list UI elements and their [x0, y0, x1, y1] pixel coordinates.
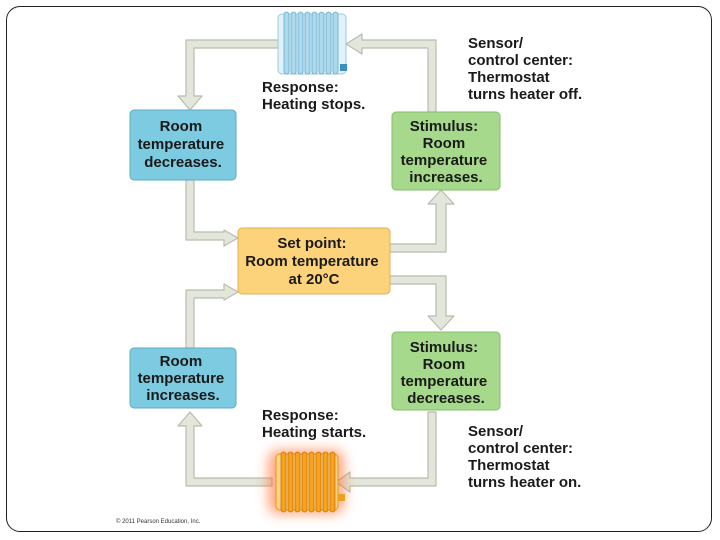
label-line: turns heater off.: [468, 86, 582, 103]
box-line: temperature: [401, 373, 488, 390]
label-line: Sensor/: [468, 423, 524, 440]
arrow-left-to-setpoint-bottom: [185, 283, 239, 349]
svg-text:Stimulus: Room tem: Stimulus: Room temperature increases.: [401, 118, 492, 186]
label-line: Heating starts.: [262, 424, 366, 441]
box-line: at 20°C: [288, 271, 339, 288]
label-line: Thermostat: [468, 457, 550, 474]
label-line: turns heater on.: [468, 474, 581, 491]
box-line: temperature: [138, 136, 225, 153]
svg-text:Set point: Room temperat: Set point: Room temperature at 20°C: [245, 235, 383, 288]
cold-radiator-icon: [277, 11, 347, 75]
svg-text:Room temperature d: Room temperature decreases.: [138, 118, 229, 171]
box-line: Room: [423, 135, 466, 152]
box-line: Room: [160, 353, 203, 370]
box-line: temperature: [138, 370, 225, 387]
box-line: decreases.: [407, 390, 485, 407]
response-heating-stops-label: Response: Heating stops.: [262, 79, 365, 113]
svg-text:Stimulus: Room tem: Stimulus: Room temperature decreases.: [401, 339, 492, 407]
room-temperature-increases-box: Room temperature increases.: [129, 347, 237, 409]
arrow-left-to-setpoint-top: [185, 179, 239, 247]
arrow-setpoint-to-stimulus-top: [385, 189, 455, 253]
copyright-text: © 2011 Pearson Education, Inc.: [116, 518, 201, 525]
box-line: Room: [423, 356, 466, 373]
sensor-heater-on-label: Sensor/ control center: Thermostat turns…: [468, 423, 581, 491]
box-line: Stimulus:: [410, 118, 478, 135]
arrow-top-left-down: [177, 39, 281, 111]
box-line: Stimulus:: [410, 339, 478, 356]
stimulus-decreases-box: Stimulus: Room temperature decreases.: [391, 331, 501, 411]
label-line: Response:: [262, 407, 339, 424]
stimulus-increases-box: Stimulus: Room temperature increases.: [391, 111, 501, 191]
box-line: increases.: [409, 169, 482, 186]
box-line: Room temperature: [245, 253, 378, 270]
box-line: Room: [160, 118, 203, 135]
label-line: control center:: [468, 440, 573, 457]
arrow-top-right-up: [345, 33, 437, 113]
room-temperature-decreases-box: Room temperature decreases.: [129, 109, 237, 181]
label-line: Sensor/: [468, 35, 524, 52]
box-line: decreases.: [144, 154, 222, 171]
label-line: control center:: [468, 52, 573, 69]
sensor-heater-off-label: Sensor/ control center: Thermostat turns…: [468, 35, 582, 103]
response-heating-starts-label: Response: Heating starts.: [262, 407, 366, 441]
arrows: [177, 33, 455, 493]
box-line: temperature: [401, 152, 488, 169]
set-point-box: Set point: Room temperature at 20°C: [237, 227, 391, 295]
box-line: increases.: [146, 387, 219, 404]
box-line: Set point:: [277, 235, 346, 252]
arrow-bottom-left-up: [177, 411, 273, 487]
label-line: Thermostat: [468, 69, 550, 86]
hot-radiator-icon: [268, 450, 345, 514]
label-line: Response:: [262, 79, 339, 96]
arrow-setpoint-to-stimulus-bottom: [385, 275, 455, 331]
svg-text:Room temperature i: Room temperature increases.: [138, 353, 229, 404]
label-line: Heating stops.: [262, 96, 365, 113]
